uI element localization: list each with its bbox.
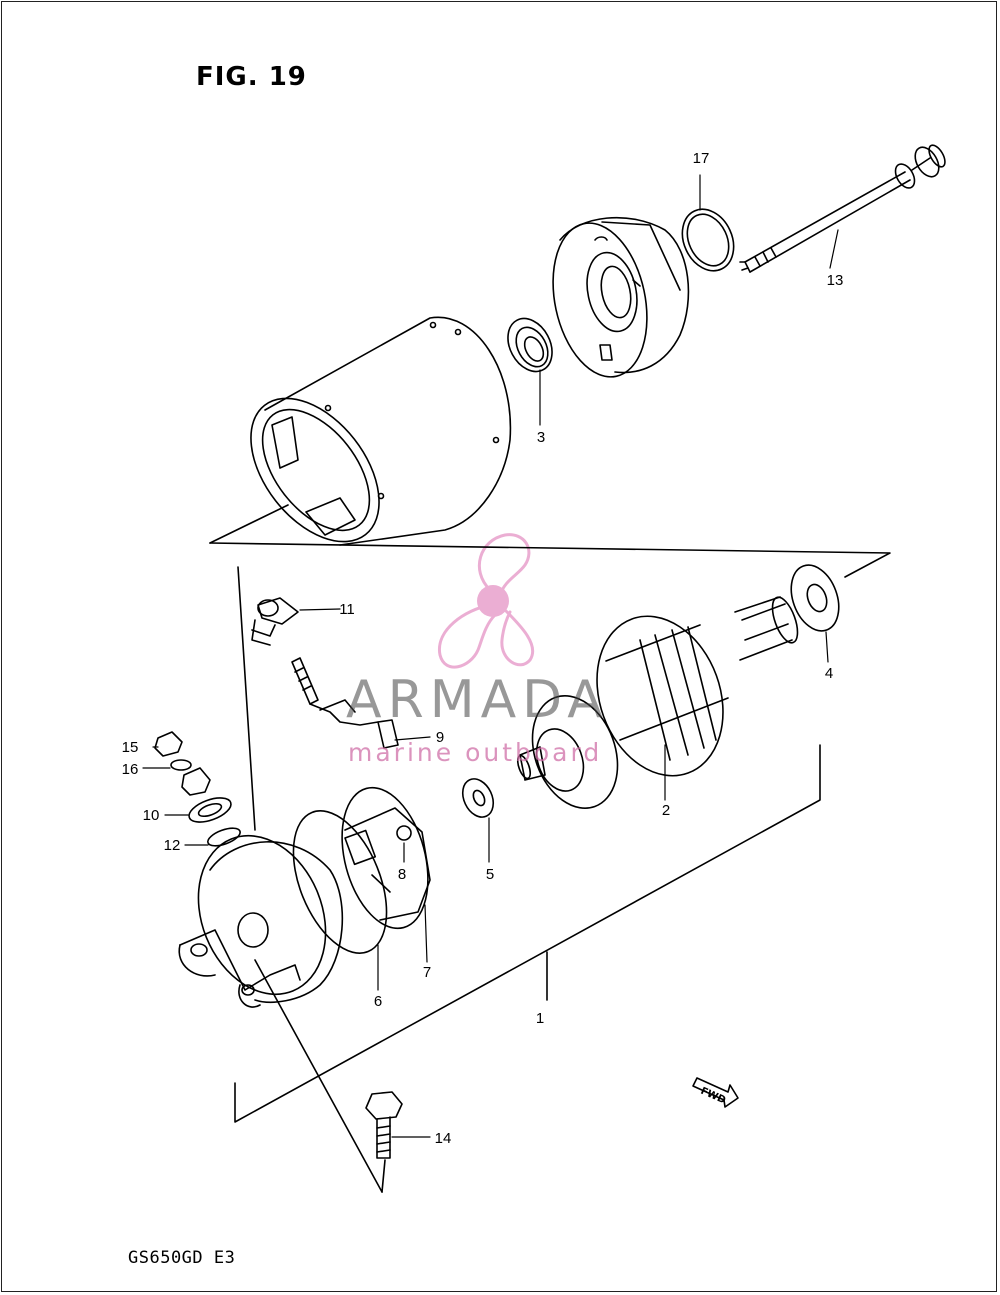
assembly-bracket [209, 504, 891, 1123]
callout-leaders [142, 174, 839, 1138]
forward-direction-arrow: FWD [692, 1077, 739, 1108]
leader-line [254, 959, 383, 1193]
watermark-logo [438, 533, 535, 669]
end-cover [552, 216, 690, 378]
o-ring [681, 208, 735, 272]
thrust-washer [790, 564, 840, 632]
terminal-cap [251, 597, 299, 646]
washer [461, 778, 495, 818]
callout-13: 13 [827, 272, 844, 289]
leader-line [381, 1159, 386, 1193]
callout-4: 4 [825, 665, 833, 682]
watermark-title: ARMADA [346, 670, 609, 730]
figure-title: FIG. 19 [196, 62, 307, 92]
brush-holder [341, 786, 431, 930]
callout-5: 5 [486, 866, 494, 883]
watermark-subtitle: marine outboard [348, 738, 603, 767]
mounting-bolt [365, 1091, 403, 1159]
callout-15: 15 [122, 739, 139, 756]
callout-2: 2 [662, 802, 670, 819]
callout-11: 11 [339, 601, 355, 618]
callout-1: 1 [536, 1010, 544, 1027]
callout-3: 3 [537, 429, 545, 446]
callout-14: 14 [435, 1130, 452, 1147]
nut-stack [154, 731, 241, 847]
through-bolt [739, 144, 946, 273]
callout-6: 6 [374, 993, 382, 1010]
callout-10: 10 [143, 807, 160, 824]
callout-9: 9 [436, 729, 444, 746]
callout-12: 12 [164, 837, 181, 854]
end-housing [178, 834, 344, 1008]
callout-7: 7 [423, 964, 431, 981]
armature [516, 596, 799, 809]
callout-16: 16 [122, 761, 139, 778]
oil-seal [507, 317, 553, 373]
callout-8: 8 [398, 866, 406, 883]
terminal-bolt [291, 657, 399, 749]
callout-17: 17 [693, 150, 710, 167]
housing-o-ring [292, 810, 388, 954]
yoke-housing [250, 316, 512, 546]
model-code: GS650GD E3 [128, 1248, 236, 1268]
